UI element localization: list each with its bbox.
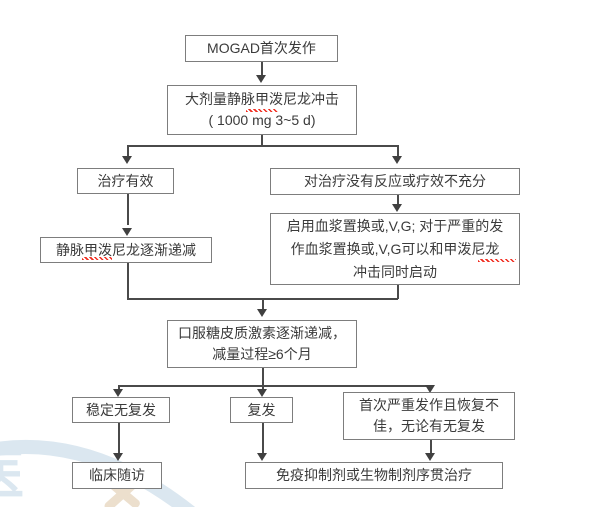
connector-line — [118, 385, 120, 389]
arrowhead-down-icon — [425, 453, 435, 461]
arrowhead-down-icon — [256, 75, 266, 83]
node-label: 免疫抑制剂或生物制剂序贯治疗 — [276, 467, 472, 483]
node-label: 治疗有效 — [97, 172, 154, 189]
node-label-line1: 首次严重发作且恢复不 — [359, 397, 499, 413]
node-treatment-effective[interactable]: 治疗有效 — [77, 168, 174, 194]
connector-line — [127, 263, 129, 299]
node-iv-methylprednisolone-taper[interactable]: 静脉甲泼尼龙逐渐递减 — [40, 237, 212, 263]
connector-line — [127, 145, 129, 156]
spellcheck-squiggle — [246, 109, 278, 112]
node-label-line2: 减量过程≥6个月 — [212, 346, 312, 362]
node-label-line1: 大剂量静脉甲泼尼龙冲击 — [185, 91, 339, 107]
node-label: 稳定无复发 — [86, 401, 156, 418]
arrowhead-down-icon — [425, 385, 435, 393]
connector-line — [397, 145, 399, 156]
connector-line — [262, 385, 264, 389]
connector-line — [127, 194, 129, 225]
node-label: 复发 — [247, 401, 276, 418]
node-plasma-exchange[interactable]: 启用血浆置换或,V,G; 对于严重的发 作血浆置换或,V,G可以和甲泼尼龙 冲击… — [270, 213, 520, 285]
connector-line — [118, 385, 431, 387]
arrowhead-down-icon — [113, 389, 123, 397]
connector-line — [430, 440, 432, 453]
connector-line — [118, 423, 120, 453]
arrowhead-down-icon — [392, 204, 402, 212]
node-label-line2: ( 1000 mg 3~5 d) — [208, 112, 316, 128]
connector-line — [262, 298, 264, 309]
node-severe-first-attack[interactable]: 首次严重发作且恢复不 佳，无论有无复发 — [343, 392, 515, 440]
node-no-response[interactable]: 对治疗没有反应或疗效不充分 — [270, 168, 520, 195]
arrowhead-down-icon — [122, 228, 132, 236]
node-stable-no-relapse[interactable]: 稳定无复发 — [72, 397, 170, 423]
connector-line — [261, 135, 263, 146]
connector-line — [261, 61, 263, 75]
spellcheck-squiggle — [478, 259, 516, 262]
node-label-line2: 佳，无论有无复发 — [373, 418, 485, 434]
connector-line — [262, 423, 264, 453]
node-label-line1: 口服糖皮质激素逐渐递减， — [178, 325, 346, 341]
node-oral-steroid-taper[interactable]: 口服糖皮质激素逐渐递减， 减量过程≥6个月 — [167, 320, 357, 368]
node-label-line2: 作血浆置换或,V,G可以和甲泼尼龙 — [290, 240, 500, 257]
node-immunosuppressant-therapy[interactable]: 免疫抑制剂或生物制剂序贯治疗 — [245, 462, 503, 489]
node-mogad-first-attack[interactable]: MOGAD首次发作 — [185, 35, 338, 62]
spellcheck-squiggle — [82, 257, 112, 260]
connector-line — [397, 285, 399, 299]
node-label: 静脉甲泼尼龙逐渐递减 — [56, 241, 196, 258]
arrowhead-down-icon — [257, 389, 267, 397]
arrowhead-down-icon — [257, 309, 267, 317]
node-label: 临床随访 — [89, 467, 145, 483]
node-label-line3: 冲击同时启动 — [353, 263, 437, 280]
watermark-glyph: 医 — [0, 448, 24, 502]
node-label: 对治疗没有反应或疗效不充分 — [304, 173, 486, 189]
connector-line — [397, 195, 399, 204]
connector-line — [262, 368, 264, 386]
node-relapse[interactable]: 复发 — [230, 397, 293, 423]
arrowhead-down-icon — [392, 156, 402, 164]
arrowhead-down-icon — [113, 453, 123, 461]
connector-line — [127, 145, 398, 147]
arrowhead-down-icon — [122, 156, 132, 164]
node-label: MOGAD首次发作 — [207, 40, 316, 56]
node-label-line1: 启用血浆置换或,V,G; 对于严重的发 — [286, 217, 504, 234]
arrowhead-down-icon — [257, 453, 267, 461]
node-clinical-followup[interactable]: 临床随访 — [72, 462, 162, 489]
